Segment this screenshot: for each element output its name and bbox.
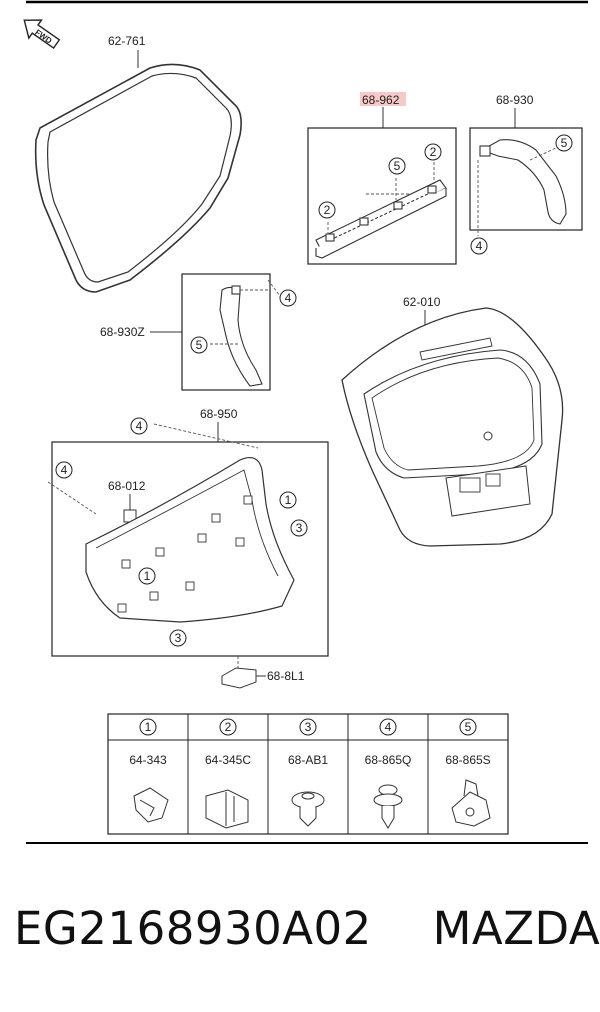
caption-part-number: EG2168930A02 [14,902,372,955]
table-no-3: 3 [305,720,312,734]
caption: EG2168930A02 MAZDA [14,902,600,972]
clip-64-343-icon [133,787,169,823]
box-68-950 [51,441,329,657]
table-no-2: 2 [225,720,232,734]
push-rivet-68-ab1-icon [291,791,325,827]
center-garnish-part [315,179,447,259]
table-code-5: 68-865S [445,753,490,767]
liftgate-part [341,307,564,547]
push-rivet-68-865q-icon [373,784,403,829]
callout-5-lefttrim: 5 [196,338,203,352]
callout-2-top: 2 [430,145,437,159]
highlight-box [360,92,406,106]
caption-brand: MAZDA [432,902,600,955]
clip-68-865s-icon [451,779,491,827]
table-code-3: 68-AB1 [288,753,328,767]
callout-4-right: 4 [476,239,483,253]
label-right-trim: 68-930 [496,93,534,107]
table-no-4: 4 [385,720,392,734]
fastener-table [107,713,509,835]
callout-3-lower-right: 3 [296,521,303,535]
callout-1-lower-right: 1 [285,493,292,507]
callout-4-lower-left: 4 [61,463,68,477]
table-no-5: 5 [465,720,472,734]
weatherstrip-part [34,63,242,293]
clip-64-345c-icon [205,789,249,829]
callout-4-lefttrim: 4 [285,291,292,305]
right-trim-part [479,139,567,225]
table-code-4: 68-865Q [365,753,412,767]
callout-3-lower-bottom: 3 [175,631,182,645]
box-68-962 [307,127,457,265]
label-left-trim: 68-930Z [100,325,145,339]
callout-5-right: 5 [561,136,568,150]
box-68-930 [469,127,583,231]
handle-part [221,667,257,689]
fwd-arrow-icon: FWD [23,19,61,50]
callout-4-lower-top: 4 [136,419,143,433]
label-liftgate: 62-010 [403,295,441,309]
label-lower-trim: 68-950 [200,407,238,421]
table-code-1: 64-343 [129,753,167,767]
lower-trim-part [85,457,295,623]
table-no-1: 1 [145,720,152,734]
callout-1-lower-center: 1 [144,569,151,583]
callout-5-top: 5 [394,159,401,173]
left-trim-part [219,285,263,387]
table-code-2: 64-345C [205,753,251,767]
label-clip: 68-012 [108,479,146,493]
label-highlighted-part: 68-962 [362,93,400,107]
label-handle: 68-8L1 [267,669,305,683]
callout-2-left: 2 [324,203,331,217]
label-weatherstrip: 62-761 [108,34,146,48]
